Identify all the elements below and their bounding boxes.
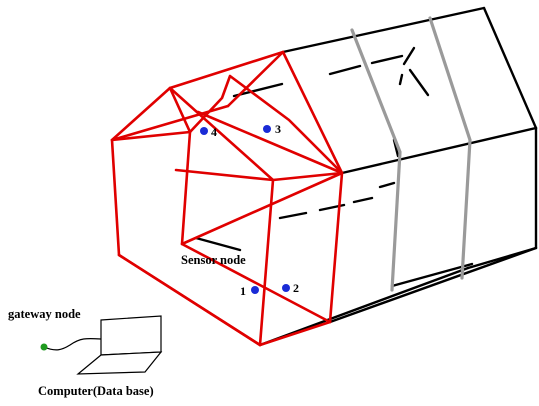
wall-top-dash-1: [278, 211, 308, 220]
sensor-node-3: [263, 125, 271, 133]
roof-partial-rib: [398, 73, 404, 86]
front-ridge-beam: [168, 50, 285, 90]
gable-inner-rib-1: [168, 86, 192, 134]
computer-label: Computer(Data base): [38, 384, 154, 398]
wall-top-dash-4: [378, 181, 396, 189]
laptop-keyboard: [76, 351, 163, 375]
front-gable-floor: [117, 253, 262, 347]
front-top-rail: [271, 171, 344, 182]
floor-front-edge: [328, 246, 538, 324]
sensor-node-label: Sensor node: [181, 253, 246, 267]
front-gable-outline: [110, 86, 275, 347]
sensor-node-4-label: 4: [211, 125, 217, 139]
sensor-node-pointer: [194, 236, 242, 252]
middle-eave-dash-4: [408, 68, 430, 97]
laptop-screen: [100, 315, 162, 356]
roof-front-eave-line: [340, 126, 538, 175]
greenhouse-frame-black: [194, 6, 538, 347]
gable-inner-rib-2: [110, 130, 192, 142]
upper-cross-rail: [196, 110, 344, 175]
sensor-node-2-label: 2: [293, 281, 299, 295]
wall-top-dash-3: [352, 196, 374, 204]
sensor-node-1: [251, 286, 259, 294]
sensor-node-2: [282, 284, 290, 292]
floor-back-rail: [390, 262, 474, 288]
roof-ridge-line: [281, 6, 486, 54]
middle-eave-dash-2: [328, 64, 362, 76]
greenhouse-arches-gray: [350, 16, 472, 292]
lower-cross-rail: [174, 168, 275, 182]
inner-end-frame: [180, 74, 344, 246]
inner-floor-rail: [180, 242, 332, 324]
laptop-computer: [76, 315, 163, 375]
arch-frame-1: [350, 28, 402, 292]
middle-eave-dash-5: [402, 46, 416, 66]
front-floor-rail: [258, 320, 332, 347]
sensor-node-3-label: 3: [275, 122, 281, 136]
greenhouse-frame-highlighted: [110, 50, 344, 347]
middle-eave-dash-3: [370, 54, 404, 65]
gateway-node: [40, 343, 48, 351]
gateway-cable: [43, 337, 102, 351]
gateway-node-label: gateway node: [8, 307, 81, 321]
rear-arch-frame: [226, 50, 344, 324]
floor-back-edge-end: [466, 246, 538, 270]
arch-frame-2: [428, 16, 472, 280]
roof-back-eave-line: [482, 6, 538, 130]
floor-back-edge: [258, 266, 470, 347]
sensor-node-4: [200, 127, 208, 135]
sensor-node-1-label: 1: [240, 284, 246, 298]
sensor-nodes: 1 2 3 4: [200, 122, 299, 298]
